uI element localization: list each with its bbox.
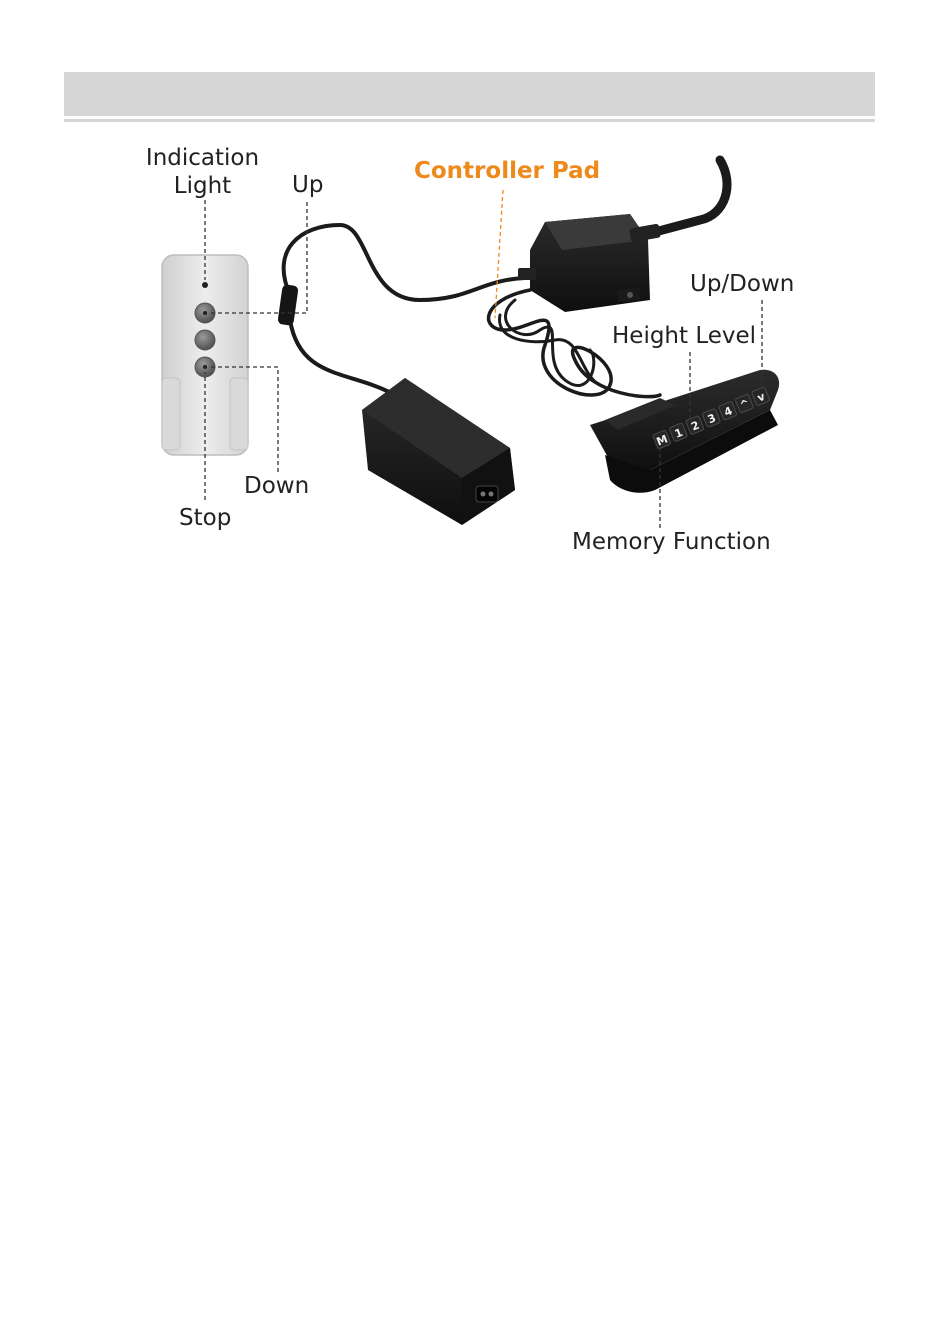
stop-label: Stop	[179, 504, 231, 532]
controller-pad-label: Controller Pad	[414, 157, 600, 185]
indication-light-label-line1: Indication	[135, 144, 270, 172]
memory-function-label: Memory Function	[572, 528, 771, 556]
power-cord	[655, 160, 727, 232]
indication-light-label: Indication Light	[135, 144, 270, 200]
remote-cable	[284, 225, 525, 300]
remote-stop-button	[195, 330, 215, 350]
height-level-label: Height Level	[612, 322, 756, 350]
cable-connector	[277, 284, 298, 326]
indication-light-label-line2: Light	[135, 172, 270, 200]
remote-shape	[162, 255, 248, 455]
controller-box-shape	[518, 214, 661, 312]
down-label: Down	[244, 472, 309, 500]
up-down-label: Up/Down	[690, 270, 794, 298]
indication-light-dot	[202, 282, 208, 288]
power-adapter-shape	[362, 378, 515, 525]
cables	[284, 160, 727, 397]
up-label: Up	[292, 171, 323, 199]
adapter-cable	[290, 320, 395, 395]
